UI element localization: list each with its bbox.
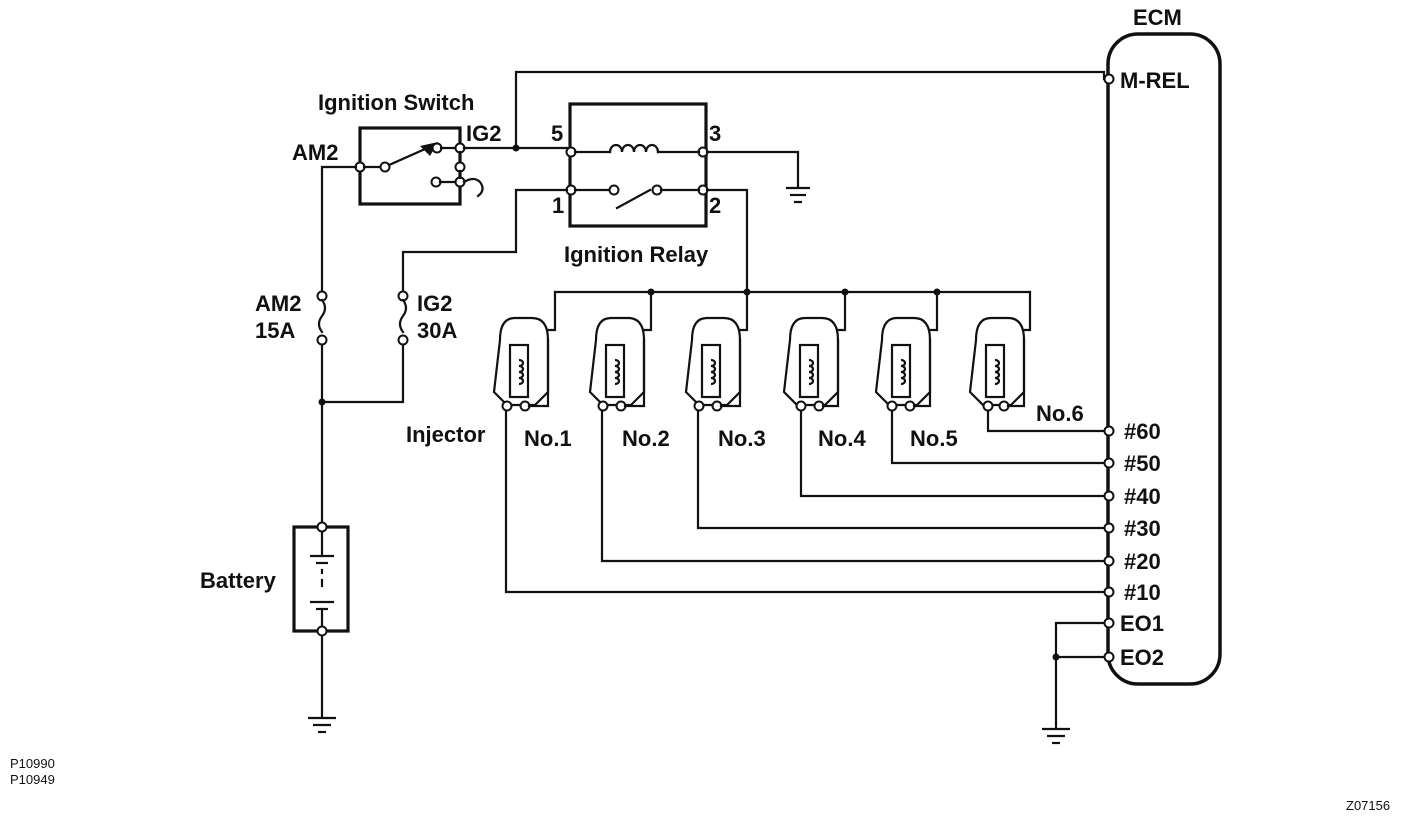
ecm-pin-30: #30: [1103, 516, 1161, 541]
injector-no4: No.4: [782, 316, 866, 451]
fuse-am2: AM2 15A: [255, 290, 328, 346]
svg-text:IG2: IG2: [417, 291, 452, 316]
svg-text:15A: 15A: [255, 318, 295, 343]
footer-code-2: P10949: [10, 772, 55, 787]
ecm-pin-40: #40: [1103, 484, 1161, 509]
ecm-box: [1106, 32, 1222, 686]
ecm-pin-m-rel: M-REL: [1103, 68, 1190, 93]
svg-text:#20: #20: [1124, 549, 1161, 574]
ignition-relay-box: [568, 102, 708, 228]
injector-no5: No.5: [874, 316, 958, 451]
injector-no3: No.3: [684, 316, 766, 451]
ecm-pin-20: #20: [1103, 549, 1161, 574]
injector-no1-label: No.1: [524, 426, 572, 451]
switch-am2-label: AM2: [292, 140, 338, 165]
relay-pin-2-label: 2: [709, 193, 721, 218]
ecm-pins: M-REL #60 #50 #40 #30 #20 #10 EO1: [1103, 68, 1190, 670]
ecm-pin-10: #10: [1103, 580, 1161, 605]
ground-battery: [308, 716, 336, 734]
wires: [318, 70, 1106, 729]
svg-text:EO1: EO1: [1120, 611, 1164, 636]
svg-text:#50: #50: [1124, 451, 1161, 476]
svg-text:#40: #40: [1124, 484, 1161, 509]
relay-pin-1-label: 1: [552, 193, 564, 218]
injector-label: Injector: [406, 422, 486, 447]
ecm-pin-60: #60: [1103, 419, 1161, 444]
ecm-pin-50: #50: [1103, 451, 1161, 476]
relay-pin-3-label: 3: [709, 121, 721, 146]
battery-label: Battery: [200, 568, 277, 593]
svg-text:EO2: EO2: [1120, 645, 1164, 670]
ecm-label: ECM: [1133, 5, 1182, 30]
relay-switch: [565, 184, 709, 210]
fuse-ig2: IG2 30A: [397, 290, 457, 346]
injector-no1: No.1: [492, 316, 572, 451]
ground-relay: [786, 186, 810, 204]
ignition-relay-label: Ignition Relay: [564, 242, 709, 267]
relay-coil: [565, 143, 709, 158]
injector-no5-label: No.5: [910, 426, 958, 451]
svg-text:M-REL: M-REL: [1120, 68, 1190, 93]
injector-no3-label: No.3: [718, 426, 766, 451]
svg-text:AM2: AM2: [255, 291, 301, 316]
footer-code-1: P10990: [10, 756, 55, 771]
svg-text:#10: #10: [1124, 580, 1161, 605]
ignition-switch-label: Ignition Switch: [318, 90, 474, 115]
svg-text:#60: #60: [1124, 419, 1161, 444]
battery: Battery: [200, 521, 350, 637]
switch-ig2-label: IG2: [466, 121, 501, 146]
figure-id: Z07156: [1346, 798, 1390, 813]
injector-no6-label: No.6: [1036, 401, 1084, 426]
ground-ecm: [1042, 727, 1070, 745]
ecm-pin-eo1: EO1: [1103, 611, 1164, 636]
relay-pin-5-label: 5: [551, 121, 563, 146]
ecm-pin-eo2: EO2: [1103, 645, 1164, 670]
injector-no2: No.2: [588, 316, 670, 451]
svg-text:30A: 30A: [417, 318, 457, 343]
injector-no2-label: No.2: [622, 426, 670, 451]
ignition-switch-contacts: [354, 142, 484, 198]
svg-text:#30: #30: [1124, 516, 1161, 541]
injector-no6: No.6: [968, 316, 1084, 426]
injector-no4-label: No.4: [818, 426, 866, 451]
